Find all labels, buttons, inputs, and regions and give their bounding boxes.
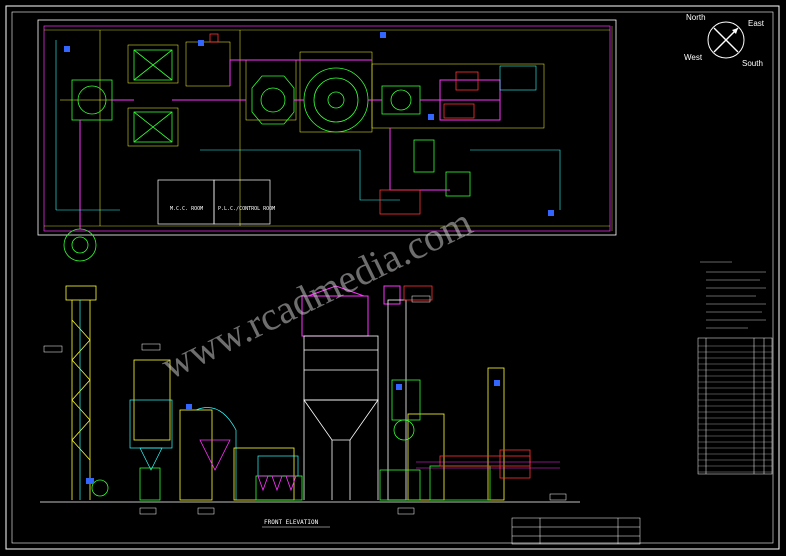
compass-rose: North East West South: [684, 13, 765, 68]
mcc-room: [157, 179, 215, 225]
elevation-title: FRONT ELEVATION: [264, 519, 319, 526]
title-block: [511, 517, 641, 545]
compass-west-label: West: [684, 53, 703, 62]
compass-east-label: East: [748, 19, 765, 28]
plan-view: M.C.C. ROOM P.L.C./CONTROL ROOM: [37, 19, 617, 262]
mcc-room-label: M.C.C. ROOM: [170, 206, 203, 212]
plan-outline-outer: [37, 19, 617, 236]
plan-outline-inner: [43, 25, 611, 232]
front-elevation: FRONT ELEVATION: [40, 285, 580, 528]
compass-north-label: North: [686, 13, 706, 22]
plc-room-label: P.L.C./CONTROL ROOM: [218, 206, 275, 212]
sheet-inner-border: [11, 11, 774, 544]
watermark: www.rcadmedia.com: [154, 199, 479, 388]
notes-block: [700, 261, 766, 329]
compass-south-label: South: [742, 59, 763, 68]
compass-circle: [707, 21, 745, 59]
sheet-outer-border: [5, 5, 780, 550]
plc-room: [213, 179, 271, 225]
